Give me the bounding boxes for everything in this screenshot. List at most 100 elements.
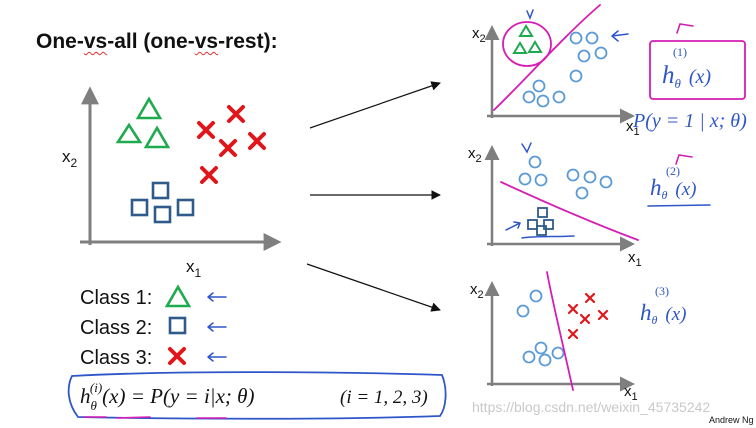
legend-label: Class 2: (80, 317, 153, 339)
legend-pen-arrow (207, 322, 227, 332)
cross-marker (248, 132, 266, 150)
h2-pen-checkmark (675, 154, 693, 165)
circle-marker (534, 341, 548, 355)
circle-marker (529, 289, 543, 303)
square-marker (536, 225, 547, 236)
arrow-to-plot-1 (309, 81, 441, 129)
plot2-pen-underline (521, 235, 575, 239)
h2-superscript: (2) (666, 164, 680, 178)
h2-notation: hθ(x) (650, 175, 697, 202)
probability-note: P(y = 1 | x; θ) (632, 110, 747, 132)
legend-label: Class 1: (80, 287, 153, 309)
small-plot-1: x2 x1 (472, 4, 640, 138)
class-1-triangles (115, 96, 171, 149)
cross-marker (219, 139, 237, 157)
slide-title: One-vs-all (one-vs-rest): (36, 30, 278, 53)
h1-highlight-box (649, 40, 746, 100)
legend-markers (164, 284, 227, 365)
circle-marker (522, 350, 536, 364)
square-marker (153, 205, 172, 224)
class-2-squares (130, 181, 195, 224)
class-3-crosses (197, 105, 266, 184)
circle-marker (569, 31, 583, 45)
square-marker (537, 207, 548, 218)
plot2-pen-arrow (505, 221, 521, 231)
circle-marker (594, 46, 608, 60)
square-marker (527, 219, 538, 230)
square-marker (151, 181, 170, 200)
circle-marker (528, 155, 542, 169)
circle-marker (575, 186, 589, 200)
plot1-pen-checkmark (526, 9, 534, 21)
legend-item-class-3: Class 3: (80, 347, 152, 370)
triangle-marker (512, 41, 528, 54)
triangle-marker (135, 96, 163, 120)
h1-notation: hθ(x) (662, 62, 711, 91)
cross-marker (227, 105, 245, 123)
plot3-decision-boundary (546, 271, 574, 391)
main-plot: x2 x1 (62, 86, 282, 280)
square-marker (176, 198, 195, 217)
small-plot-3: x2 x1 (470, 271, 638, 403)
circle-marker (569, 69, 583, 83)
legend-triangle-icon (164, 284, 192, 308)
circle-marker (536, 94, 550, 108)
connector-arrows (306, 81, 441, 312)
circle-marker (534, 173, 548, 187)
triangle-marker (527, 40, 543, 53)
cross-marker (567, 303, 579, 315)
h3-notation: hθ(x) (640, 300, 687, 327)
hypothesis-formula: hθ(i)(x) = P(y = i|x; θ) (80, 380, 254, 413)
small-plot-2: x2 x1 (468, 142, 642, 269)
plot2-y-axis-label: x2 (468, 145, 482, 165)
circle-marker (522, 90, 536, 104)
main-y-axis-label: x2 (62, 147, 78, 170)
square-marker (543, 219, 554, 230)
legend-cross-icon (168, 347, 186, 365)
square-marker (130, 198, 149, 217)
plot1-y-axis-label: x2 (472, 25, 486, 45)
cross-marker (597, 309, 609, 321)
watermark-url: https://blog.csdn.net/weixin_45735242 (472, 399, 711, 415)
triangle-marker (115, 122, 143, 144)
handwritten-notes: hθ(x) (1) P(y = 1 | x; θ) hθ(x) (2) hθ(x… (632, 23, 747, 327)
formula-block: hθ(i)(x) = P(y = i|x; θ) (i = 1, 2, 3) (67, 371, 447, 420)
circle-marker (577, 49, 591, 63)
formula-pen-underline (116, 416, 151, 419)
circle-marker (532, 79, 546, 93)
plot1-positive-class-circle (502, 21, 552, 67)
cross-marker (584, 292, 596, 304)
class-index-range: (i = 1, 2, 3) (340, 387, 428, 408)
circle-marker (518, 172, 532, 186)
author-credit: Andrew Ng (709, 415, 754, 425)
cross-marker (567, 328, 579, 340)
cross-marker (197, 121, 215, 139)
formula-pen-outline (67, 371, 447, 420)
triangle-marker (143, 125, 171, 149)
plot1-x-axis-label: x1 (626, 118, 640, 138)
cross-marker (579, 313, 591, 325)
plot2-pen-checkmark (521, 142, 532, 154)
legend-square-icon (168, 316, 187, 335)
main-x-axis-label: x1 (186, 257, 202, 280)
circle-marker (566, 168, 580, 182)
circle-marker (552, 90, 566, 104)
arrow-to-plot-3 (306, 263, 441, 312)
plot1-pen-arrow (611, 30, 629, 42)
plot2-x-axis-label: x1 (628, 249, 642, 269)
circle-marker (551, 346, 565, 360)
legend-item-class-2: Class 2: (80, 317, 152, 340)
plot2-decision-boundary (500, 181, 639, 241)
triangle-marker (518, 24, 534, 37)
circle-marker (583, 170, 597, 184)
legend-pen-arrow (207, 352, 227, 362)
legend-item-class-1: Class 1: (80, 287, 152, 310)
legend-label: Class 3: (80, 347, 153, 369)
h1-superscript: (1) (673, 45, 687, 59)
legend-pen-arrow (207, 292, 227, 302)
circle-marker (516, 304, 530, 318)
plot3-x-axis-label: x1 (624, 383, 638, 403)
circle-marker (538, 353, 552, 367)
plot3-y-axis-label: x2 (470, 281, 484, 301)
